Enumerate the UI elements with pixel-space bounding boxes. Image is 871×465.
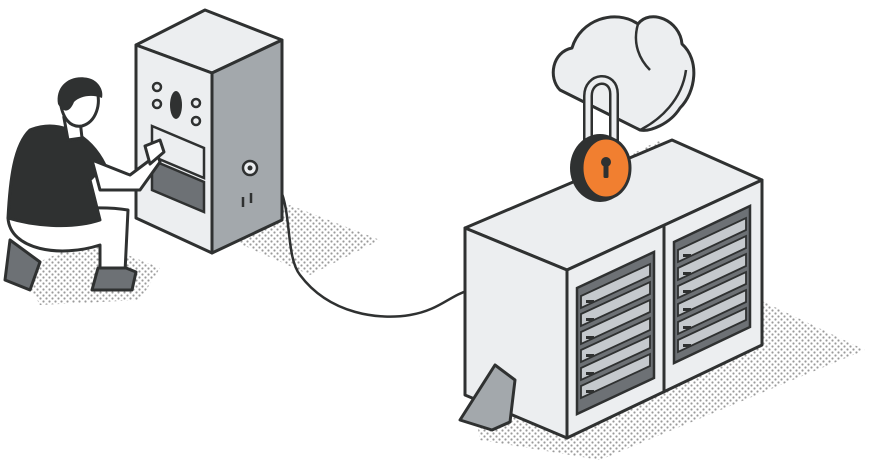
server-rack-icon [458, 138, 764, 440]
rack-slots-right [677, 216, 747, 354]
person-icon [3, 77, 166, 292]
padlock-icon [570, 75, 632, 202]
rack-slots-left [580, 262, 651, 400]
cable-icon [251, 168, 471, 318]
server-tower-icon [134, 8, 284, 255]
cloud-icon [551, 15, 696, 132]
